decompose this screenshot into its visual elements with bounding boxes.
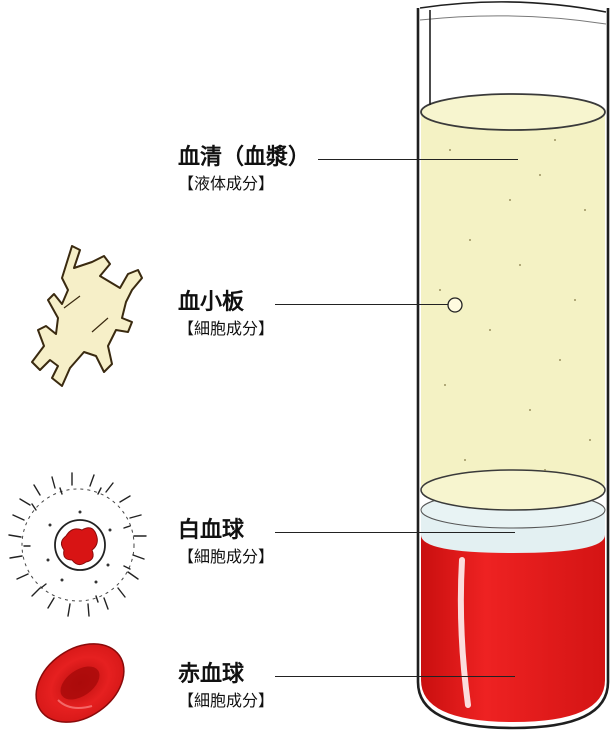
red-cell-category: 【細胞成分】: [178, 690, 274, 712]
red-blood-cell-icon: [21, 628, 139, 733]
white-cell-leader-line: [275, 532, 515, 533]
white-blood-cell-icon: [9, 473, 146, 616]
serum-leader-line: [318, 159, 518, 160]
serum-name: 血清（血漿）: [178, 145, 310, 171]
red-cell-layer: [421, 535, 605, 722]
test-tube-icon: [418, 2, 608, 728]
white-cell-name: 白血球: [178, 518, 274, 544]
platelet-label: 血小板 【細胞成分】: [178, 290, 274, 340]
serum-label: 血清（血漿） 【液体成分】: [178, 145, 310, 195]
red-cell-leader-line: [275, 676, 515, 677]
red-cell-label: 赤血球 【細胞成分】: [178, 662, 274, 712]
platelet-category: 【細胞成分】: [178, 318, 274, 340]
red-cell-name: 赤血球: [178, 662, 274, 688]
platelet-name: 血小板: [178, 290, 274, 316]
platelet-marker: [448, 298, 462, 312]
white-cell-category: 【細胞成分】: [178, 546, 274, 568]
platelet-leader-line: [275, 304, 448, 305]
white-cell-label: 白血球 【細胞成分】: [178, 518, 274, 568]
platelet-icon: [32, 246, 142, 386]
serum-category: 【液体成分】: [178, 173, 310, 195]
plasma-layer: [421, 112, 605, 508]
